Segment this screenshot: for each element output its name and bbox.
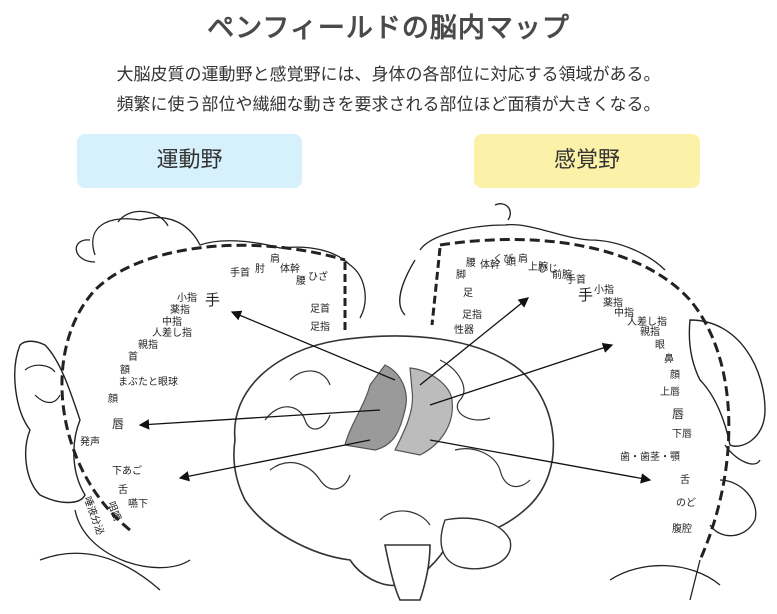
- motor-label-tongue: 舌: [118, 484, 128, 496]
- motor-label-eyelid: まぶたと眼球: [118, 375, 178, 388]
- sensory-label-forearm: 前腕: [552, 268, 572, 281]
- sensory-label-middle: 中指: [614, 306, 634, 319]
- sensory-cortex-label: 感覚野: [474, 134, 700, 188]
- brain-illustration: [233, 335, 555, 601]
- motor-label-index: 人差し指: [152, 326, 192, 339]
- motor-homunculus: [14, 210, 366, 591]
- sensory-label-throat: のど: [676, 497, 696, 509]
- sensory-label-teeth: 歯・歯茎・顎: [620, 450, 680, 463]
- sensory-labels: 性器 足指 足 脚 腰 体幹 くび 頭 肩 上腕 ひじ 前腕 手首 手 小指 薬…: [454, 252, 696, 535]
- motor-label-elbow: 肘: [255, 262, 265, 275]
- sensory-homunculus: [399, 203, 766, 601]
- sensory-label-tongue: 舌: [680, 474, 690, 486]
- motor-label-little: 小指: [177, 291, 197, 304]
- sensory-label-elbow: ひじ: [538, 263, 558, 275]
- motor-label-neck: 首: [128, 350, 138, 363]
- sensory-label-lowerlip: 下唇: [672, 428, 692, 440]
- sensory-label-wrist: 手首: [566, 273, 586, 286]
- motor-label-ring: 薬指: [170, 303, 190, 316]
- sensory-label-genitals: 性器: [454, 323, 474, 336]
- sensory-label-lips: 唇: [672, 407, 684, 421]
- motor-label-hand: 手: [205, 291, 220, 309]
- motor-strip-highlight: [344, 364, 407, 451]
- sensory-label-upperlip: 上唇: [660, 386, 680, 398]
- sensory-label-hip: 腰: [466, 257, 476, 269]
- sensory-label-face: 顔: [670, 368, 680, 381]
- page-title: ペンフィールドの脳内マップ: [207, 13, 570, 44]
- sensory-label-leg: 脚: [456, 268, 466, 281]
- description-line-2: 頻繁に使う部位や繊細な動きを要求される部位ほど面積が大きくなる。: [116, 95, 661, 115]
- motor-label-knee: ひざ: [308, 270, 328, 283]
- motor-label-toes: 足指: [310, 320, 330, 333]
- motor-label-lips: 唇: [112, 417, 124, 431]
- sensory-label-neck: くび: [493, 253, 513, 265]
- sensory-label-arm: 上腕: [528, 260, 548, 273]
- motor-label-hip: 腰: [296, 275, 306, 287]
- sensory-label-nose: 鼻: [664, 352, 674, 365]
- motor-label-ankle: 足首: [310, 302, 330, 315]
- description-line-1: 大脳皮質の運動野と感覚野には、身体の各部位に対応する領域がある。: [116, 65, 661, 85]
- motor-label-thumb: 親指: [138, 338, 158, 351]
- motor-label-chew: 咀嚼: [105, 500, 124, 523]
- motor-label-shoulder: 肩: [270, 252, 280, 265]
- sensory-label-foot: 足: [463, 287, 473, 299]
- motor-label-vocal: 発声: [80, 435, 100, 448]
- motor-labels: 足指 足首 ひざ 腰 体幹 肩 肘 手首 手 小指 薬指 中指 人差し指 親指 …: [80, 252, 330, 537]
- sensory-cortex-arc: [439, 238, 731, 561]
- motor-label-jaw: 下あご: [112, 464, 142, 477]
- sensory-label-eye: 眼: [655, 339, 665, 351]
- sensory-label-thumb: 親指: [640, 325, 660, 338]
- motor-label-brow: 額: [120, 363, 130, 376]
- sensory-label-trunk: 体幹: [480, 258, 500, 271]
- sensory-label-toes: 足指: [462, 308, 482, 321]
- sensory-label-hand: 手: [578, 286, 593, 304]
- sensory-label-abdomen: 腹腔: [672, 522, 692, 535]
- motor-label-middle: 中指: [162, 315, 182, 328]
- sensory-label-ring: 薬指: [603, 296, 623, 309]
- sensory-label-index: 人差し指: [627, 315, 667, 328]
- motor-label-swallow: 嚥下: [128, 497, 148, 510]
- sensory-label-head: 頭: [506, 256, 516, 268]
- motor-label-wrist: 手首: [230, 266, 250, 279]
- motor-label-trunk: 体幹: [280, 262, 300, 275]
- correspondence-arrows: [138, 297, 652, 484]
- motor-label-face: 顔: [108, 392, 118, 405]
- sensory-label-shoulder: 肩: [518, 252, 528, 265]
- motor-cortex-label: 運動野: [77, 134, 302, 188]
- sensory-label-little: 小指: [594, 283, 614, 296]
